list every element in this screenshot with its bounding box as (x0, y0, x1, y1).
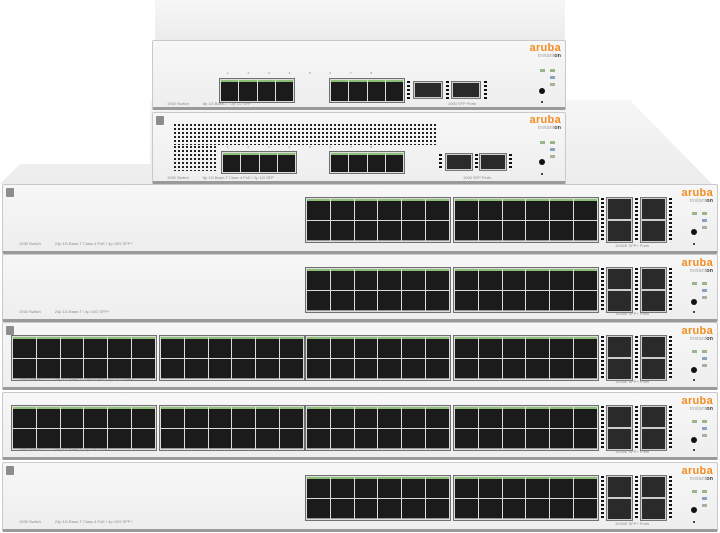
sfp-port-10 (451, 81, 481, 99)
sfp-plus-cage-1 (606, 197, 633, 243)
sfp-plus-cage-1 (606, 267, 633, 313)
led-mode-button[interactable] (691, 367, 697, 373)
led-mode-button[interactable] (691, 299, 697, 305)
vent-holes (173, 145, 217, 171)
reset-button[interactable] (693, 521, 695, 523)
sfp-plus-cage-1 (606, 405, 633, 451)
rj45-group-2 (329, 151, 405, 174)
poe-badge (156, 116, 164, 125)
reset-button[interactable] (541, 101, 543, 103)
rj45-group-1 (305, 475, 451, 521)
status-led (540, 69, 545, 72)
rj45-group-2 (159, 335, 305, 381)
reset-button[interactable] (693, 243, 695, 245)
poe-badge (6, 188, 14, 197)
led-mode-button[interactable] (691, 437, 697, 443)
status-led (550, 69, 555, 72)
led-mode-button[interactable] (691, 507, 697, 513)
poe-badge (6, 326, 14, 335)
switch-8port-poe: 1 2 3 4 5 6 7 8 1000 SFP Ports 1930 Swit… (152, 112, 566, 184)
rj45-group-2 (453, 267, 599, 313)
reset-button[interactable] (693, 449, 695, 451)
port-numbers: 1 2 3 4 5 6 7 8 (227, 71, 373, 75)
switch-8port: 1 2 3 4 5 6 7 8 1000 SFP Ports 1930 Swit… (152, 40, 566, 110)
rj45-group-1 (219, 78, 295, 103)
rj45-group-4 (453, 405, 599, 451)
sfp-plus-cage-1 (606, 475, 633, 521)
sfp-plus-cage-2 (640, 475, 667, 521)
sfp-port-9 (413, 81, 443, 99)
rj45-group-1 (305, 197, 451, 243)
reset-button[interactable] (693, 379, 695, 381)
led-mode-button[interactable] (539, 159, 545, 165)
sfp-label: 1000 SFP Ports (448, 101, 477, 106)
led-mode-button[interactable] (691, 229, 697, 235)
rj45-group-1 (11, 405, 157, 451)
rj45-group-3 (305, 405, 451, 451)
rj45-group-4 (453, 335, 599, 381)
status-led (550, 83, 555, 86)
rj45-group-3 (305, 335, 451, 381)
sfp-plus-cage-2 (640, 405, 667, 451)
sfp-plus-cage-2 (640, 335, 667, 381)
sfp-plus-cage-1 (606, 335, 633, 381)
sfp-plus-cage-2 (640, 267, 667, 313)
poe-badge (6, 466, 14, 475)
rj45-group-1 (221, 151, 297, 174)
rj45-group-1 (11, 335, 157, 381)
sfp-plus-cage-2 (640, 197, 667, 243)
rj45-group-1 (305, 267, 451, 313)
vent-holes (173, 123, 438, 145)
rj45-group-2 (453, 197, 599, 243)
rj45-group-2 (453, 475, 599, 521)
reset-button[interactable] (693, 311, 695, 313)
rj45-group-2 (159, 405, 305, 451)
status-led (550, 76, 555, 79)
switch-8p-top-surface (155, 0, 565, 40)
rj45-group-2 (329, 78, 405, 103)
led-mode-button[interactable] (539, 88, 545, 94)
reset-button[interactable] (541, 173, 543, 175)
